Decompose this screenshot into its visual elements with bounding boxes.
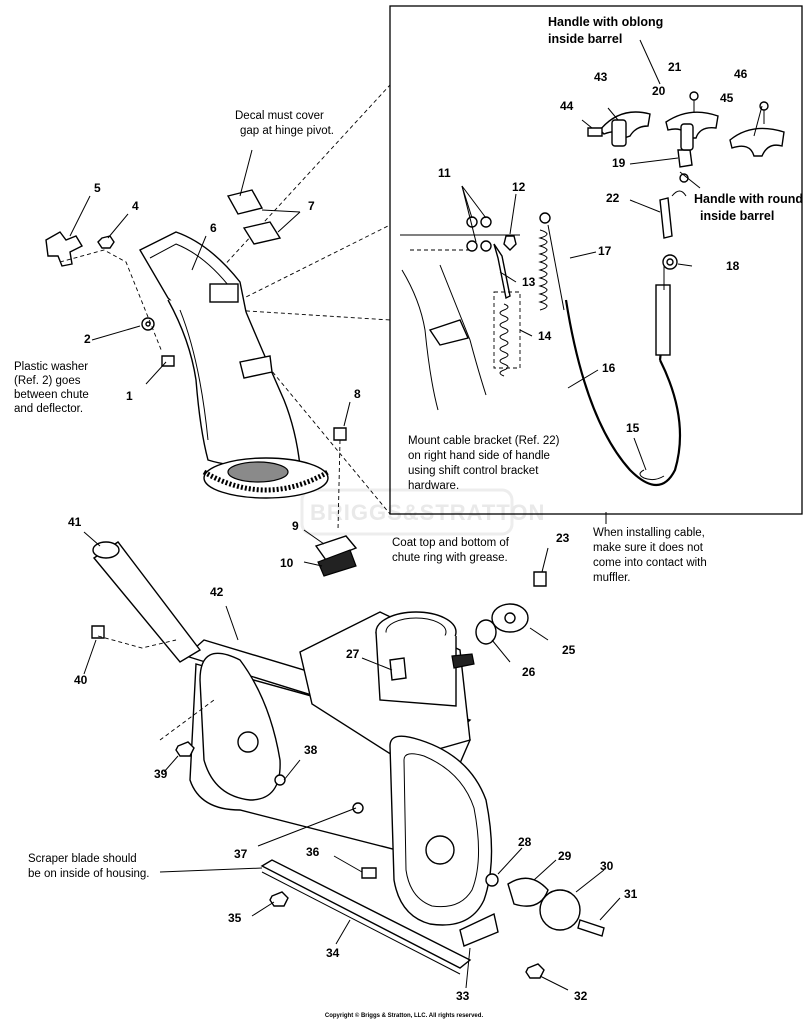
part-label-34: 34 [326, 946, 340, 960]
part-label-14: 14 [538, 329, 552, 343]
part-label-16: 16 [602, 361, 616, 375]
svg-text:Handle with round: Handle with round [694, 192, 803, 206]
part-label-41: 41 [68, 515, 82, 529]
svg-text:and deflector.: and deflector. [14, 403, 83, 415]
part-label-37: 37 [234, 847, 248, 861]
part-label-46: 46 [734, 67, 748, 81]
svg-text:muffler.: muffler. [593, 572, 631, 584]
note-cable-install: When installing cable, make sure it does… [593, 527, 707, 584]
part-label-32: 32 [574, 989, 588, 1003]
copyright-notice: Copyright © Briggs & Stratton, LLC. All … [324, 1013, 484, 1019]
shift-rod-parts [466, 216, 521, 377]
part-label-19: 19 [612, 156, 626, 170]
part-label-40: 40 [74, 673, 88, 687]
svg-text:inside barrel: inside barrel [548, 32, 622, 46]
svg-text:(Ref. 2) goes: (Ref. 2) goes [14, 375, 81, 387]
part-label-9: 9 [292, 519, 299, 533]
svg-text:be on inside of housing.: be on inside of housing. [28, 868, 149, 880]
inset-frame [389, 5, 803, 515]
note-oblong-handle: Handle with oblong inside barrel [548, 15, 663, 46]
shift-cable [538, 212, 682, 486]
scraper-blade [260, 859, 472, 969]
part-label-1: 1 [126, 389, 133, 403]
part-label-20: 20 [652, 84, 666, 98]
svg-text:chute ring with grease.: chute ring with grease. [392, 552, 508, 564]
part-label-28: 28 [518, 835, 532, 849]
cable-bracket-parts [659, 149, 693, 270]
part-label-36: 36 [306, 845, 320, 859]
handle-bracket-sketch [400, 234, 520, 411]
svg-text:between chute: between chute [14, 389, 89, 401]
part-number-labels: 1 2 4 5 6 7 8 9 10 11 12 13 14 15 16 17 … [68, 60, 748, 1003]
note-cable-bracket: Mount cable bracket (Ref. 22) on right h… [408, 435, 560, 492]
part-label-26: 26 [522, 665, 536, 679]
svg-text:make sure it does not: make sure it does not [593, 542, 704, 554]
part-label-45: 45 [720, 91, 734, 105]
part-label-35: 35 [228, 911, 242, 925]
part-label-17: 17 [598, 244, 612, 258]
part-label-23: 23 [556, 531, 570, 545]
note-washer: Plastic washer (Ref. 2) goes between chu… [14, 361, 89, 415]
note-grease: Coat top and bottom of chute ring with g… [392, 537, 510, 564]
svg-text:gap at hinge pivot.: gap at hinge pivot. [240, 125, 334, 137]
part-label-44: 44 [560, 99, 574, 113]
note-round-handle: Handle with round inside barrel [694, 192, 803, 223]
watermark-frame [300, 488, 514, 536]
chute-deflector [139, 231, 330, 499]
crank-tube-end [92, 541, 120, 559]
part-label-27: 27 [346, 647, 360, 661]
part-label-25: 25 [562, 643, 576, 657]
svg-text:using shift control bracket: using shift control bracket [408, 465, 539, 477]
part-label-15: 15 [626, 421, 640, 435]
note-decal: Decal must cover gap at hinge pivot. [235, 110, 334, 137]
part-label-39: 39 [154, 767, 168, 781]
bearing-hardware [91, 571, 605, 979]
watermark-text: BRIGGS&STRATTON [310, 500, 545, 525]
part-label-43: 43 [594, 70, 608, 84]
note-scraper: Scraper blade should be on inside of hou… [28, 853, 149, 880]
part-label-12: 12 [512, 180, 526, 194]
part-label-22: 22 [606, 191, 620, 205]
svg-text:on right hand side of handle: on right hand side of handle [408, 450, 550, 462]
part-label-21: 21 [668, 60, 682, 74]
part-label-29: 29 [558, 849, 572, 863]
part-label-13: 13 [522, 275, 536, 289]
svg-text:inside barrel: inside barrel [700, 209, 774, 223]
part-label-31: 31 [624, 887, 638, 901]
leader-lines [69, 39, 763, 991]
part-label-2: 2 [84, 332, 91, 346]
part-label-8: 8 [354, 387, 361, 401]
part-label-4: 4 [132, 199, 139, 213]
svg-text:hardware.: hardware. [408, 480, 459, 492]
part-label-38: 38 [304, 743, 318, 757]
svg-text:Scraper blade should: Scraper blade should [28, 853, 137, 865]
part-label-5: 5 [94, 181, 101, 195]
svg-text:come into contact with: come into contact with [593, 557, 707, 569]
crank-tube [92, 541, 202, 663]
chute-hardware [45, 189, 358, 577]
part-label-6: 6 [210, 221, 217, 235]
part-label-18: 18 [726, 259, 740, 273]
part-label-11: 11 [438, 166, 451, 180]
svg-text:Decal must cover: Decal must cover [235, 110, 324, 122]
part-label-42: 42 [210, 585, 224, 599]
svg-text:Mount cable bracket (Ref. 22): Mount cable bracket (Ref. 22) [408, 435, 560, 447]
part-label-33: 33 [456, 989, 470, 1003]
svg-text:Handle with oblong: Handle with oblong [548, 15, 663, 29]
svg-text:When installing cable,: When installing cable, [593, 527, 705, 539]
auger-housing [184, 611, 493, 926]
svg-text:Coat top and bottom of: Coat top and bottom of [392, 537, 510, 549]
shift-handles [587, 91, 785, 157]
part-label-7: 7 [308, 199, 315, 213]
part-label-30: 30 [600, 859, 614, 873]
part-label-10: 10 [280, 556, 294, 570]
svg-text:Plastic washer: Plastic washer [14, 361, 88, 373]
